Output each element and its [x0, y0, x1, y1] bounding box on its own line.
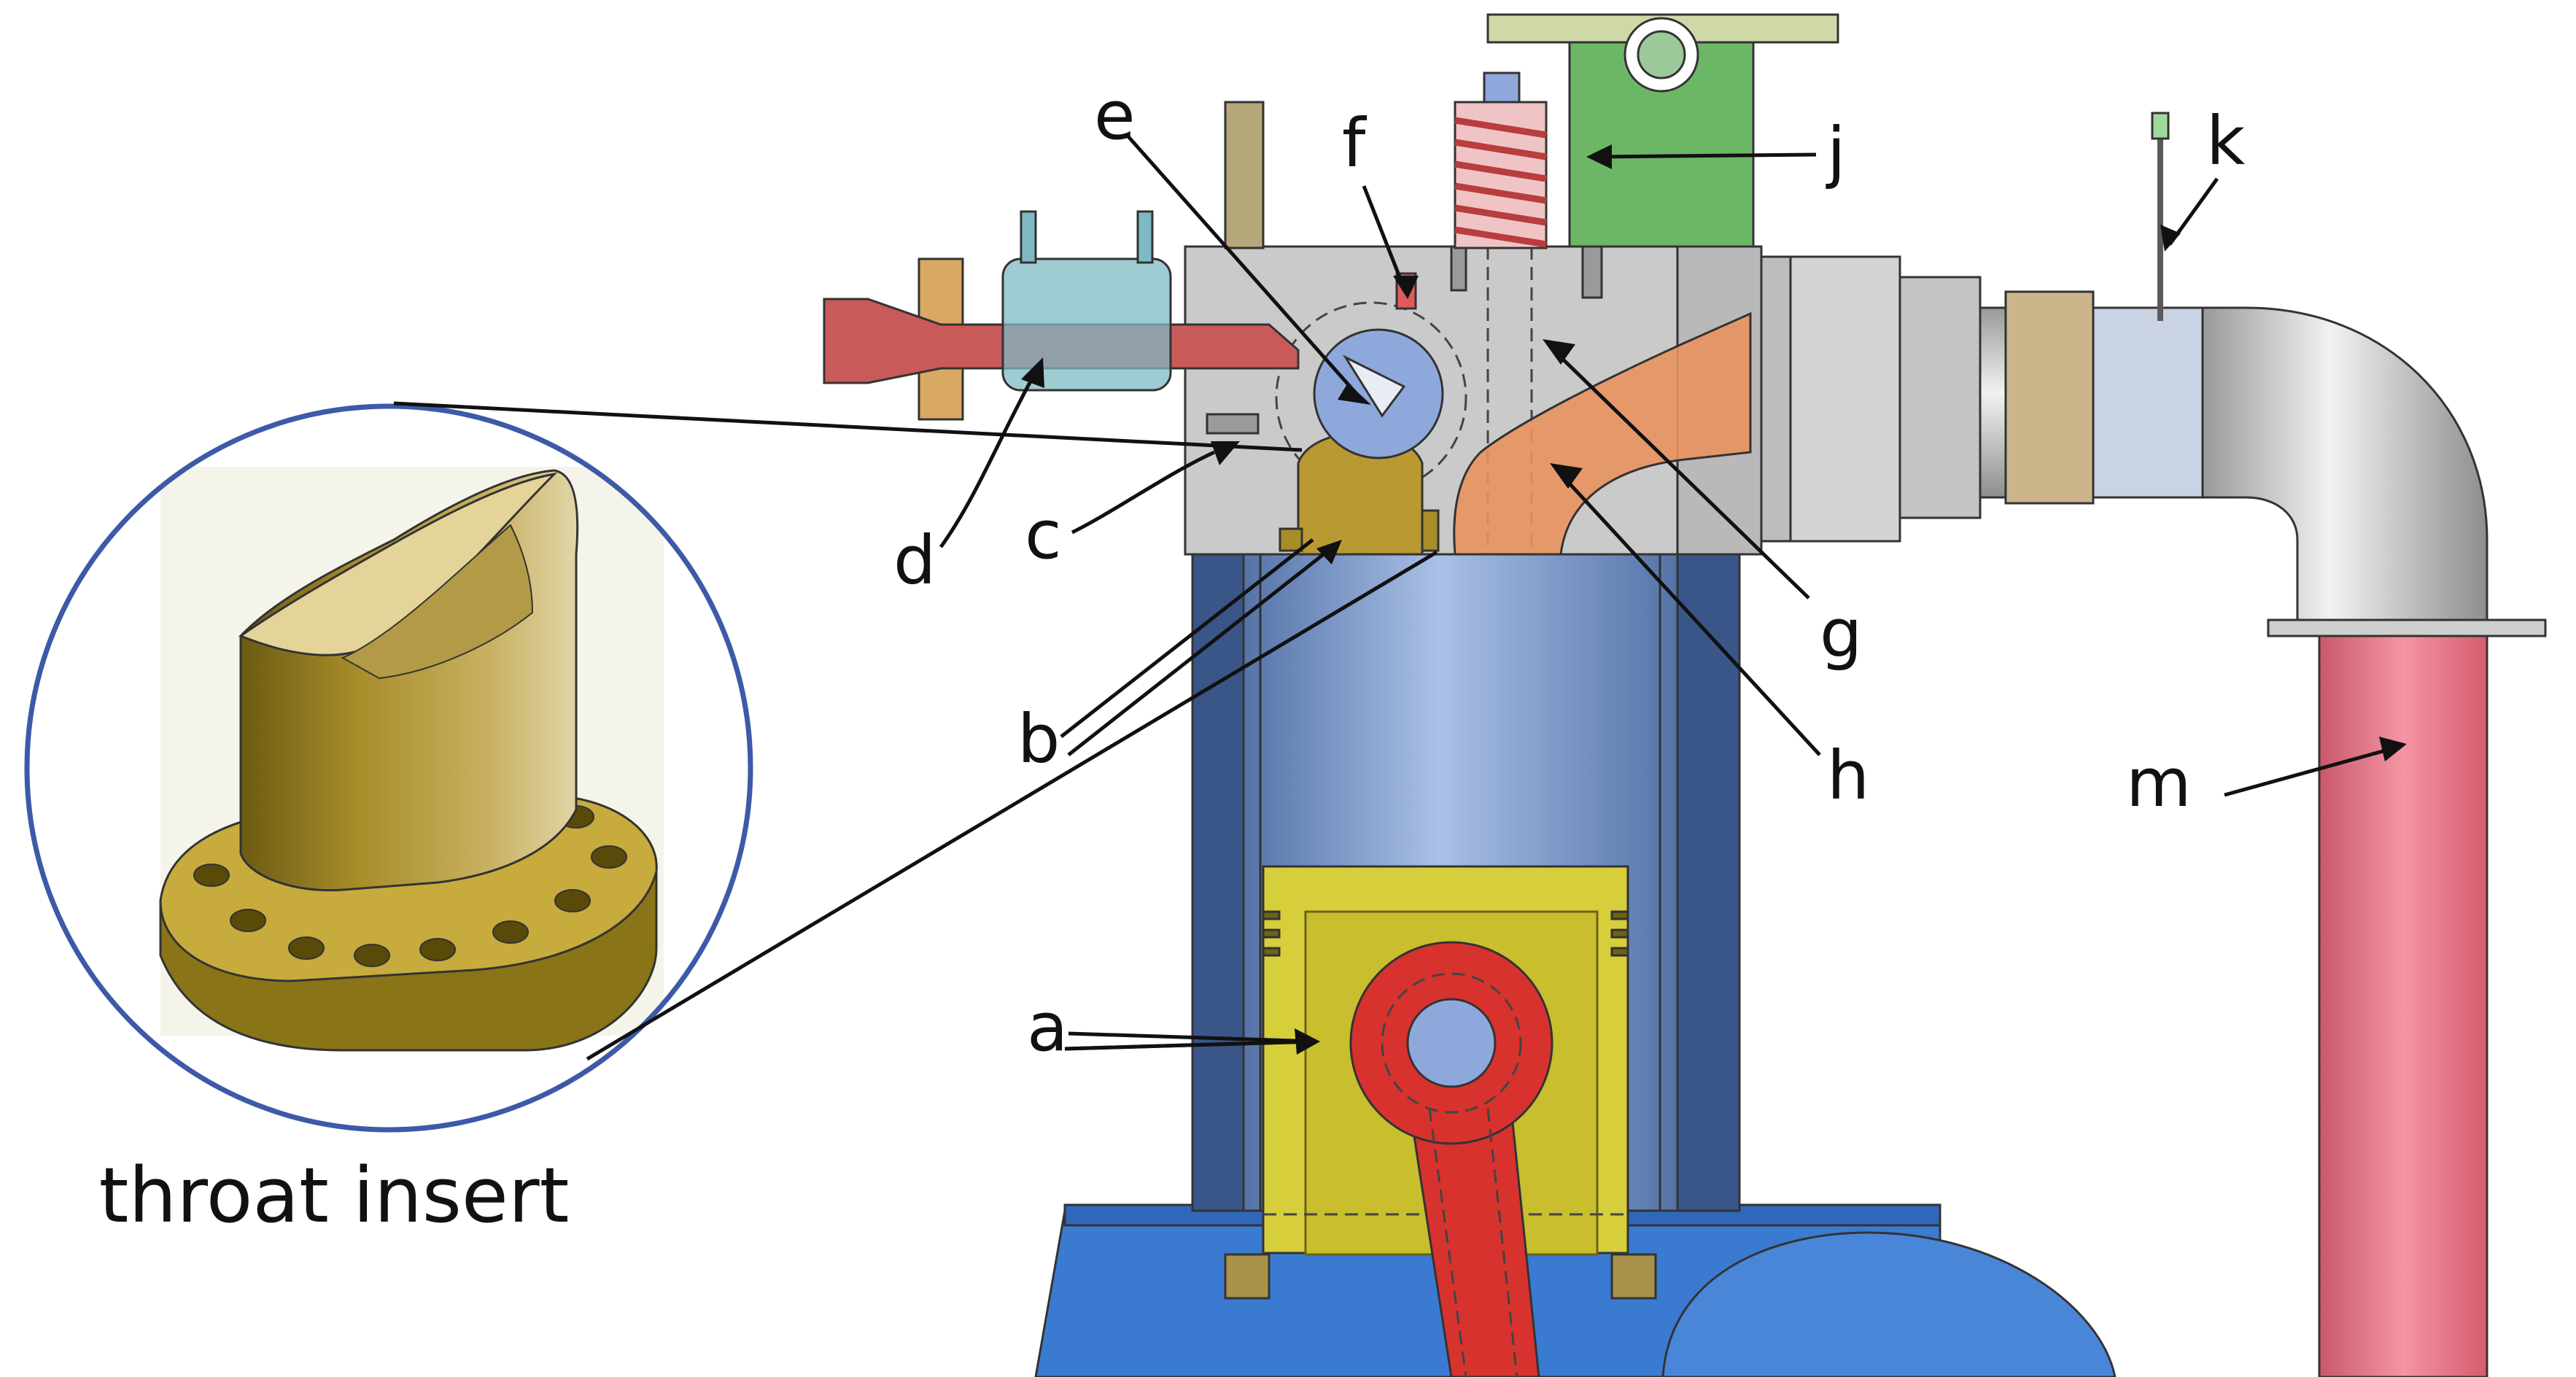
label-e: e	[1094, 77, 1136, 155]
throat-insert-inset	[24, 403, 753, 1133]
label-c: c	[1025, 496, 1062, 574]
exhaust-port	[1453, 311, 1752, 556]
connecting-rod	[1349, 941, 1553, 1377]
label-a: a	[1027, 988, 1068, 1066]
label-k: k	[2206, 102, 2246, 180]
head-stud	[1224, 101, 1265, 249]
label-j: j	[1826, 113, 1846, 191]
exhaust-flange	[1760, 255, 1982, 543]
inset-caption: throat insert	[99, 1151, 570, 1240]
thermocouple-tip	[2151, 112, 2170, 140]
label-h: h	[1827, 737, 1869, 815]
dump-tube	[2318, 635, 2488, 1377]
leader-arrowheads	[1021, 144, 2407, 1055]
thermocouple	[2157, 117, 2163, 321]
rotary-valve	[1313, 328, 1444, 459]
exhaust-pipe	[1979, 290, 2547, 637]
label-g: g	[1820, 594, 1862, 672]
valve-stem	[1486, 13, 1839, 248]
injector-clamp	[1001, 210, 1172, 392]
labels: a b c d e f g h j k m	[893, 77, 2246, 1066]
label-m: m	[2126, 744, 2192, 822]
label-b: b	[1017, 700, 1060, 778]
label-f: f	[1342, 104, 1367, 182]
valve-spring	[1454, 71, 1548, 249]
label-d: d	[893, 521, 936, 600]
